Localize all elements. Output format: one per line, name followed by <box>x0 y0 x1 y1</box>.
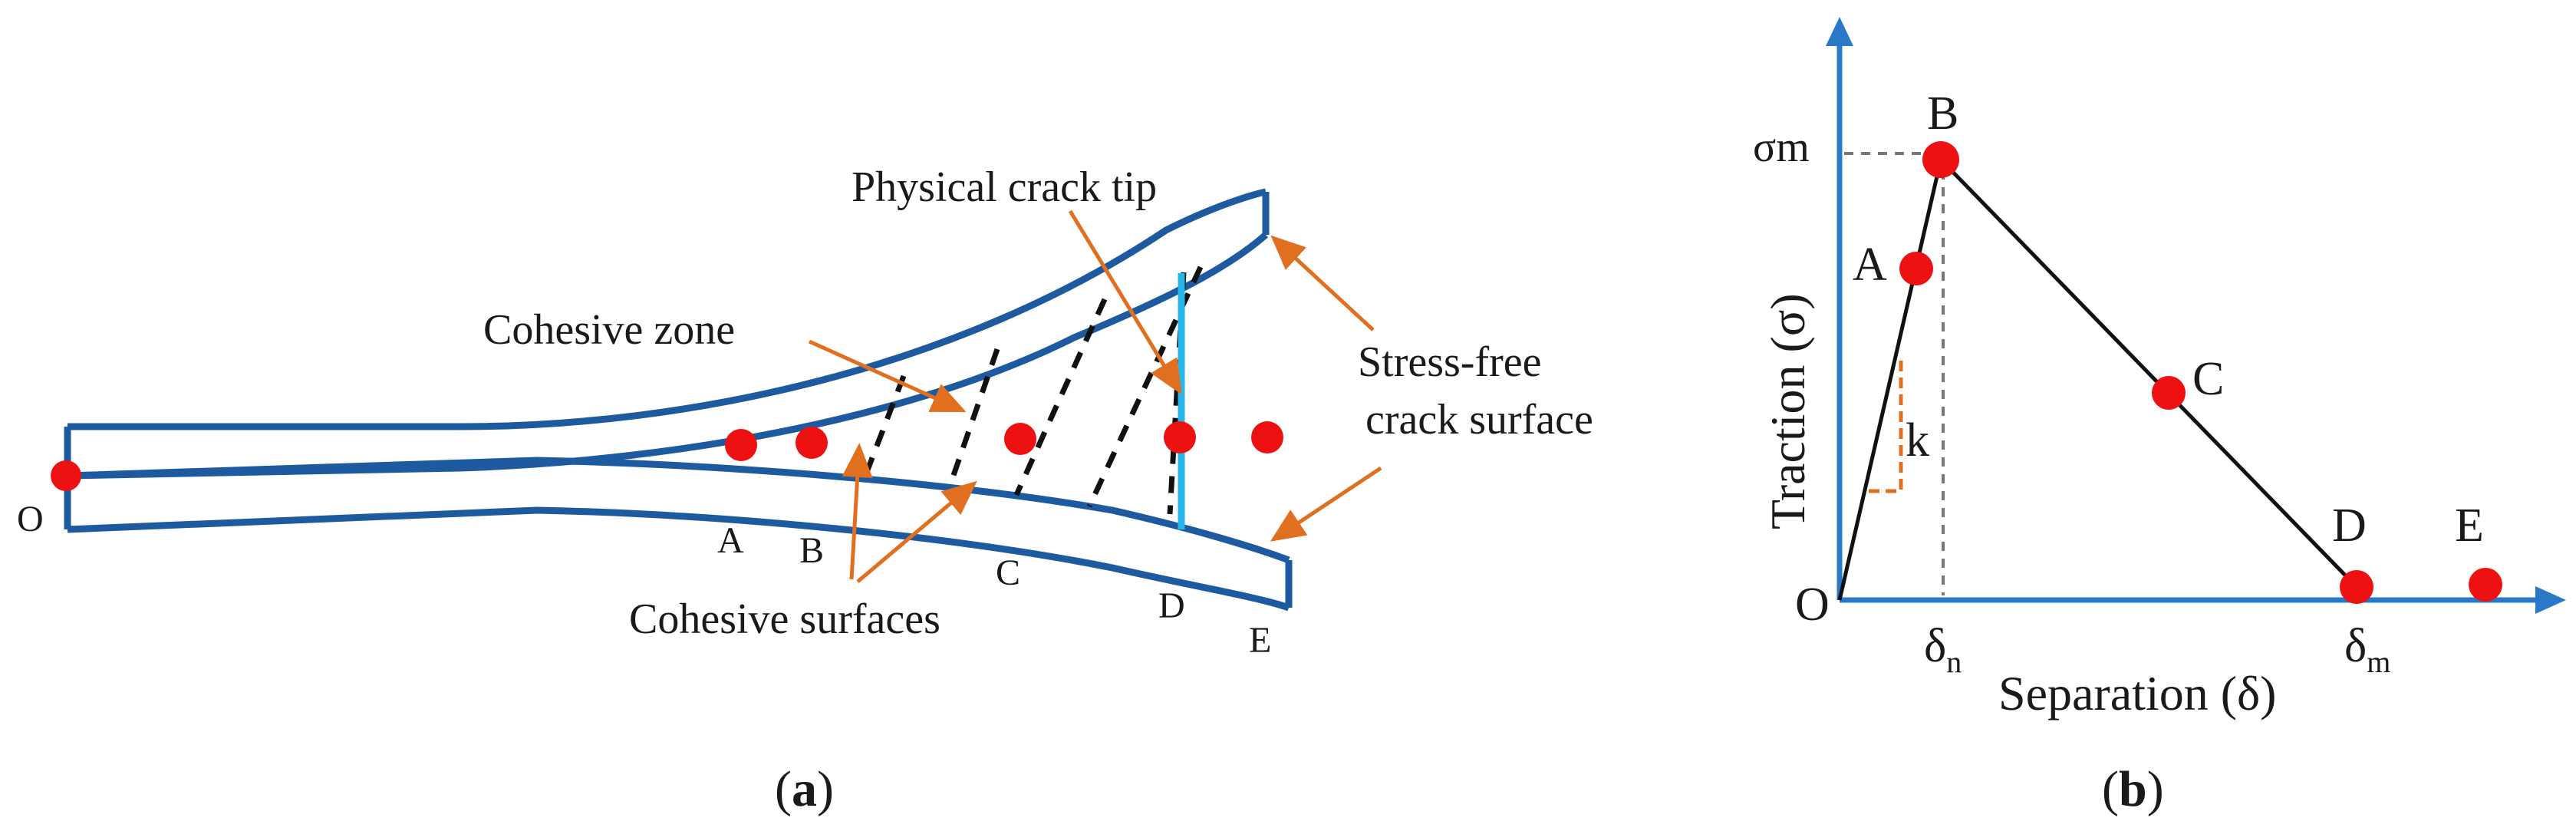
curve-point-a-marker <box>1899 252 1933 285</box>
k-label: k <box>1906 414 1929 467</box>
cohesive-surface-arrow-2 <box>856 480 977 583</box>
physical-crack-tip-arrow <box>1068 209 1182 395</box>
point-e-marker <box>1251 421 1283 453</box>
x-axis-arrowhead <box>2535 586 2566 614</box>
point-b-marker <box>796 427 828 459</box>
cohesive-surfaces-label: Cohesive surfaces <box>629 595 940 643</box>
curve-point-e-marker <box>2469 568 2502 602</box>
cohesive-zone-label: Cohesive zone <box>483 306 735 354</box>
point-a-label: A <box>717 520 744 561</box>
point-o-marker <box>51 460 81 491</box>
curve-point-a-label: A <box>1853 239 1887 291</box>
curve-point-c-label: C <box>2192 353 2224 405</box>
point-d-marker <box>1164 421 1196 453</box>
sigma-m-label: σm <box>1753 124 1810 171</box>
delta-m-label: δm <box>2344 620 2390 679</box>
curve-point-b-marker <box>1922 141 1959 178</box>
curve-point-d-marker <box>2340 570 2373 604</box>
panel-b-caption: (b) <box>2102 761 2164 817</box>
stress-free-upper-arrow <box>1270 235 1375 331</box>
stress-free-lower-arrow <box>1270 466 1382 542</box>
cohesive-surface-arrow-1 <box>842 443 873 580</box>
lower-arm-inner-surface <box>67 457 1290 564</box>
cohesive-bond-3 <box>1013 298 1108 496</box>
point-c-label: C <box>996 552 1020 593</box>
lower-arm-outer-surface <box>67 506 1290 612</box>
origin-label: O <box>1795 579 1830 631</box>
stress-free-label-line2: crack surface <box>1365 396 1593 444</box>
traction-separation-curve <box>1837 155 2358 601</box>
point-o-label: O <box>17 499 44 539</box>
panel-a-caption: (a) <box>775 761 834 817</box>
x-axis-title: Separation (δ) <box>1998 666 2276 721</box>
stress-free-label-line1: Stress-free <box>1358 338 1541 386</box>
point-a-marker <box>725 429 757 461</box>
y-axis-arrowhead <box>1826 17 1853 46</box>
upper-arm-outer-surface <box>68 188 1267 430</box>
cohesive-zone-arrow <box>808 339 967 413</box>
curve-point-e-label: E <box>2455 500 2484 552</box>
curve-point-b-label: B <box>1927 87 1958 140</box>
k-slope-marker <box>1866 361 1903 493</box>
point-d-label: D <box>1158 585 1185 626</box>
panel-b-traction-separation-law: k A B C D E O σm δn δm Separation (δ) Tr… <box>1753 17 2566 817</box>
curve-point-d-label: D <box>2332 500 2367 552</box>
annotation-arrows <box>808 209 1382 583</box>
cohesive-bond-2 <box>948 348 1000 483</box>
physical-crack-tip-label: Physical crack tip <box>852 163 1157 211</box>
delta-n-label: δn <box>1924 620 1962 679</box>
point-b-label: B <box>799 530 824 571</box>
y-axis-title: Traction (σ) <box>1761 293 1815 529</box>
point-e-label: E <box>1249 620 1271 661</box>
upper-arm-inner-surface <box>67 232 1268 480</box>
point-c-marker <box>1004 423 1036 455</box>
curve-point-c-marker <box>2152 376 2186 410</box>
cohesive-bond-1 <box>864 374 907 473</box>
panel-a-cohesive-zone-schematic: Cohesive zone Physical crack tip Stress-… <box>17 163 1593 817</box>
